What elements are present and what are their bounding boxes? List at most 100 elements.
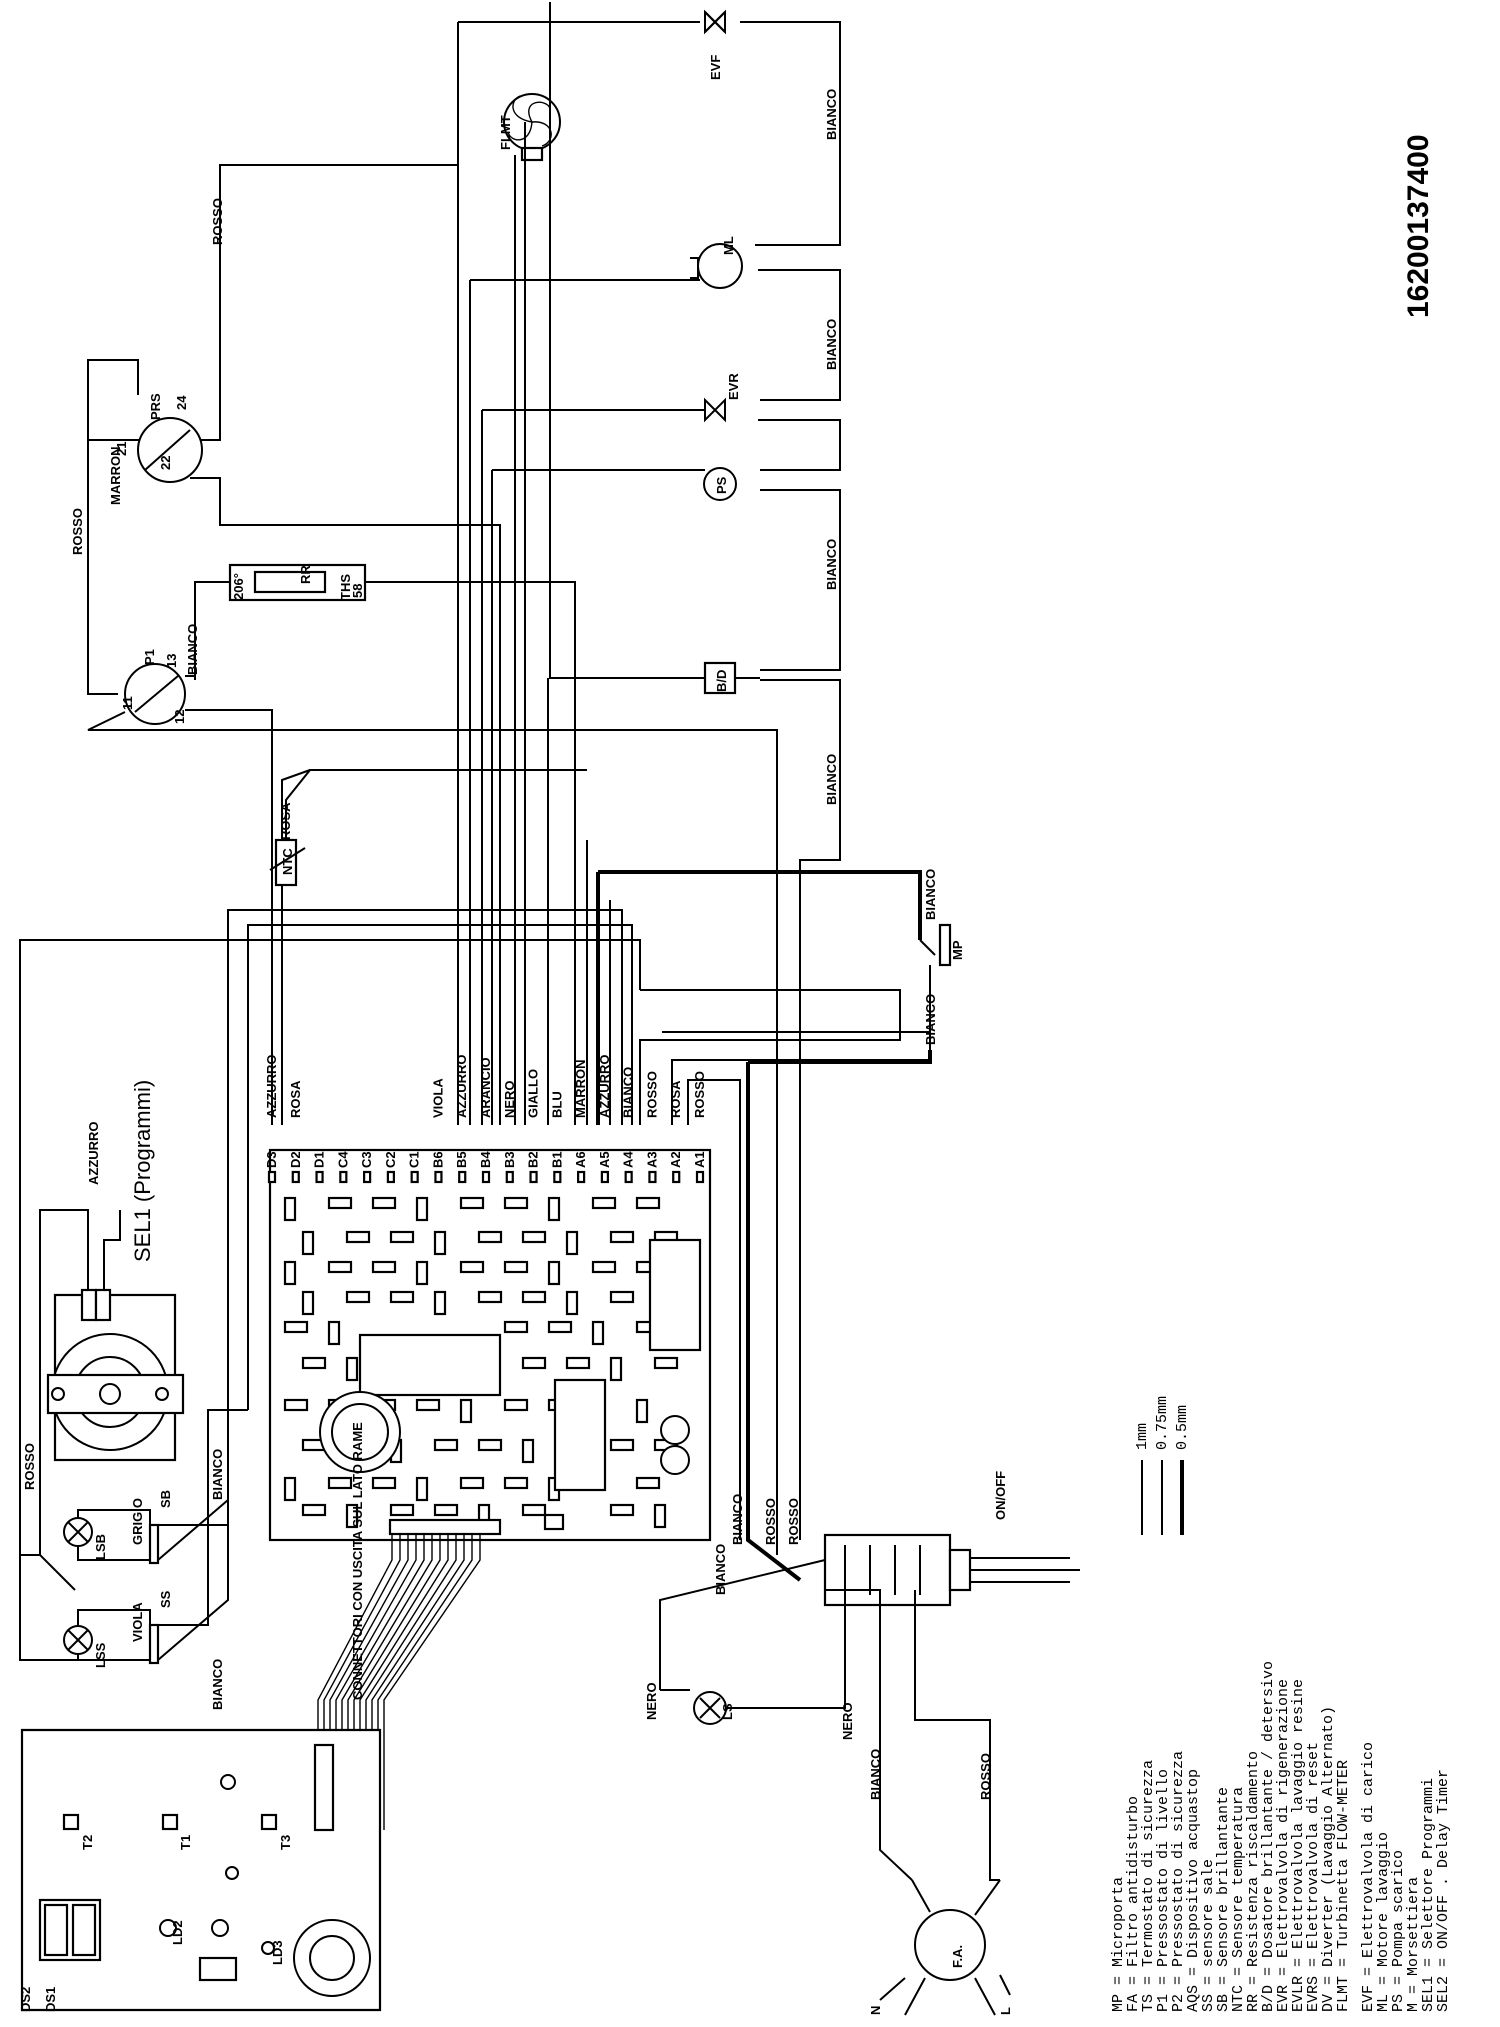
legend-line: DV = Diverter (Lavaggio Alternato) xyxy=(1320,1706,1337,2012)
marron-label: MARRON xyxy=(108,447,123,506)
ld2-label: LD2 xyxy=(170,1920,185,1945)
board-pin-terminal xyxy=(339,1170,348,1184)
board-pin-terminal xyxy=(481,1170,491,1184)
board-part xyxy=(301,1356,327,1370)
p1-pin12: 12 xyxy=(172,710,187,724)
ps-drain-pump: PS xyxy=(703,467,737,501)
board-part xyxy=(345,1230,371,1244)
board-pin-c2: C2 xyxy=(383,1151,398,1168)
board-part xyxy=(327,1476,353,1490)
board-part xyxy=(301,1230,315,1256)
grigio-wire-label: GRIGIO xyxy=(130,1498,145,1545)
t1-button[interactable] xyxy=(161,1813,179,1831)
legend-line: P1 = Pressostato di livello xyxy=(1155,1769,1172,2012)
gauge-075mm: 0.75mm xyxy=(1154,1396,1171,1450)
board-part xyxy=(327,1320,341,1346)
board-pin-terminal xyxy=(386,1170,395,1184)
fa-wire-bianco: BIANCO xyxy=(868,1749,883,1800)
board-part xyxy=(503,1476,529,1490)
board-pin-terminal xyxy=(553,1170,562,1184)
board-wire-b1: BLU xyxy=(549,1091,564,1118)
board-pin-b6: B6 xyxy=(430,1151,445,1168)
board-part xyxy=(327,1196,353,1210)
evf-label: EVF xyxy=(708,55,723,80)
board-pin-terminal xyxy=(434,1170,443,1184)
rosso-top-label: ROSSO xyxy=(210,198,225,245)
legend-line: SEL1 = Selettore Programmi xyxy=(1420,1778,1437,2012)
board-pin-terminal xyxy=(672,1170,681,1184)
control-board xyxy=(267,1148,712,1542)
board-part xyxy=(283,1476,297,1502)
board-part xyxy=(609,1438,635,1452)
board-pin-a6: A6 xyxy=(573,1151,588,1168)
ld3-label: LD3 xyxy=(270,1940,285,1965)
p1-level-switch: P1 11 12 13 xyxy=(87,440,778,1555)
board-part xyxy=(283,1260,297,1286)
board-part xyxy=(565,1230,579,1256)
board-part xyxy=(345,1356,359,1382)
legend-line: FLMT = Turbinetta FLOW-METER xyxy=(1335,1760,1352,2012)
board-part xyxy=(283,1196,297,1222)
board-part xyxy=(609,1230,635,1244)
ps-label: PS xyxy=(714,476,729,494)
on-off-label: ON/OFF xyxy=(993,1471,1008,1520)
board-part xyxy=(301,1503,327,1517)
board-part xyxy=(547,1196,561,1222)
psu-wire-rosso-1: ROSSO xyxy=(763,1498,778,1545)
ml-wash-motor: ML xyxy=(690,236,743,289)
board-pin-d3: D3 xyxy=(264,1151,279,1168)
p1-pin11: 11 xyxy=(120,696,135,710)
neutral-return-bus xyxy=(740,21,841,1540)
ntc-label: NTC xyxy=(280,848,295,875)
board-part xyxy=(503,1320,529,1334)
legend-line: FA = Filtro antidisturbo xyxy=(1125,1796,1142,2012)
board-wire-a3: ROSSO xyxy=(644,1071,659,1118)
evf-valve: EVF xyxy=(458,9,726,80)
mains-l-label: L xyxy=(998,2007,1013,2015)
board-pin-terminal xyxy=(267,1170,277,1184)
board-part xyxy=(591,1320,605,1346)
t3-button[interactable] xyxy=(260,1813,278,1831)
board-wire-d2: ROSA xyxy=(288,1080,303,1118)
rr-heater: RR THS 206° 58 xyxy=(194,563,576,1125)
ths-58-label: 58 xyxy=(350,584,365,598)
board-part xyxy=(459,1476,485,1490)
legend-line: B/D = Dosatore brillantante / detersivo xyxy=(1260,1661,1277,2012)
legend-line: NTC = Sensore temperatura xyxy=(1230,1787,1247,2012)
board-part xyxy=(415,1260,429,1286)
board-pin-terminal xyxy=(505,1170,514,1184)
board-part xyxy=(459,1398,473,1424)
ribbon-wire xyxy=(377,1534,473,1830)
rr-label: RR xyxy=(298,565,313,584)
ribbon-wire xyxy=(371,1534,465,1830)
legend-line: EVLR = Elettrovalvola lavaggio resine xyxy=(1290,1679,1307,2012)
board-part xyxy=(371,1196,397,1210)
sb-wire-bianco: BIANCO xyxy=(210,1449,225,1500)
board-part xyxy=(459,1260,485,1274)
board-part xyxy=(283,1398,309,1412)
t2-button[interactable] xyxy=(62,1813,80,1831)
ss-wire-bianco: BIANCO xyxy=(210,1659,225,1710)
board-part xyxy=(371,1260,397,1274)
board-pin-terminal xyxy=(315,1170,324,1184)
legend-line: EVF = Elettrovalvola di carico xyxy=(1360,1742,1377,2012)
ntc-rosa-label: ROSA xyxy=(278,802,293,840)
board-pin-a2: A2 xyxy=(668,1151,683,1168)
wire-gauge-key: 1mm 0.75mm 0.5mm xyxy=(1134,1396,1191,1535)
mp-door-switch: MP xyxy=(919,923,965,1062)
ds-switch: DS2 DS1 xyxy=(18,1898,102,2012)
board-part xyxy=(503,1398,529,1412)
legend-line: TS = Termostato di sicurezza xyxy=(1140,1760,1157,2012)
board-pin-terminal xyxy=(410,1170,419,1184)
board-part xyxy=(565,1290,579,1316)
ntc-sensor: NTC xyxy=(269,769,587,887)
sb-label: SB xyxy=(158,1490,173,1508)
salt-rinse-indicators: LSB LSS SB SS GRIGIO VIOLA ROSSO BIANCO … xyxy=(19,939,641,1710)
board-part xyxy=(521,1503,547,1517)
connettori-note: CONNETTORI CON USCITA SUL LATO RAME xyxy=(350,1422,365,1700)
ls-wire-nero-1: NERO xyxy=(644,1682,659,1720)
board-wire-a6: MARRON xyxy=(573,1060,588,1119)
board-part xyxy=(283,1320,309,1334)
board-part xyxy=(371,1476,397,1490)
psu-wire-bianco-1: BIANCO xyxy=(713,1544,728,1595)
